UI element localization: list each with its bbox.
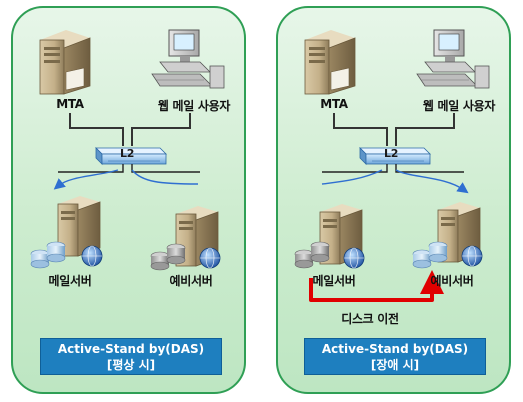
mode-state: [평상 시] [106, 358, 156, 372]
mail-server-disk-icon [30, 241, 66, 269]
mta-label: MTA [320, 97, 348, 111]
backup-server-label: 예비서버 [430, 274, 474, 288]
mta-server-icon [39, 30, 91, 95]
mail-server-icon [57, 196, 101, 257]
disk-migration-arrow [309, 270, 444, 302]
mode-title: Active-Stand by(DAS) [321, 342, 469, 356]
webmail-user-label: 웹 메일 사용자 [422, 99, 496, 113]
mode-box-failover: Active-Stand by(DAS) [장애 시] [304, 338, 486, 375]
uplink-lines [69, 113, 191, 146]
mail-server-label: 메일서버 [312, 274, 356, 288]
backup-server-globe-icon [461, 245, 483, 267]
downlink-lines [322, 164, 464, 173]
uplink-lines [333, 113, 455, 146]
downlink-lines [58, 164, 200, 173]
mta-server-icon [304, 30, 356, 95]
mta-label: MTA [56, 97, 84, 111]
mode-state: [장애 시] [370, 358, 420, 372]
l2-switch-icon [359, 147, 431, 165]
mail-server-disk-icon [294, 241, 330, 269]
backup-server-disk-icon [150, 243, 186, 271]
active-traffic-arrows [53, 169, 199, 190]
backup-server-globe-icon [199, 247, 221, 269]
webmail-user-pc-icon [151, 29, 225, 89]
backup-server-disk-icon [412, 241, 448, 269]
switch-label: L2 [384, 147, 399, 160]
backup-server-label: 예비서버 [169, 274, 213, 288]
mode-box-normal: Active-Stand by(DAS) [평상 시] [40, 338, 222, 375]
mail-server-label: 메일서버 [48, 274, 92, 288]
mode-title: Active-Stand by(DAS) [57, 342, 205, 356]
l2-switch-icon [95, 147, 167, 165]
failover-traffic-arrows [321, 169, 469, 194]
webmail-user-pc-icon [416, 29, 490, 89]
switch-label: L2 [120, 147, 135, 160]
disk-move-label: 디스크 이전 [341, 312, 399, 326]
mail-server-globe-icon [343, 247, 365, 269]
webmail-user-label: 웹 메일 사용자 [157, 99, 231, 113]
mail-server-globe-icon [81, 245, 103, 267]
